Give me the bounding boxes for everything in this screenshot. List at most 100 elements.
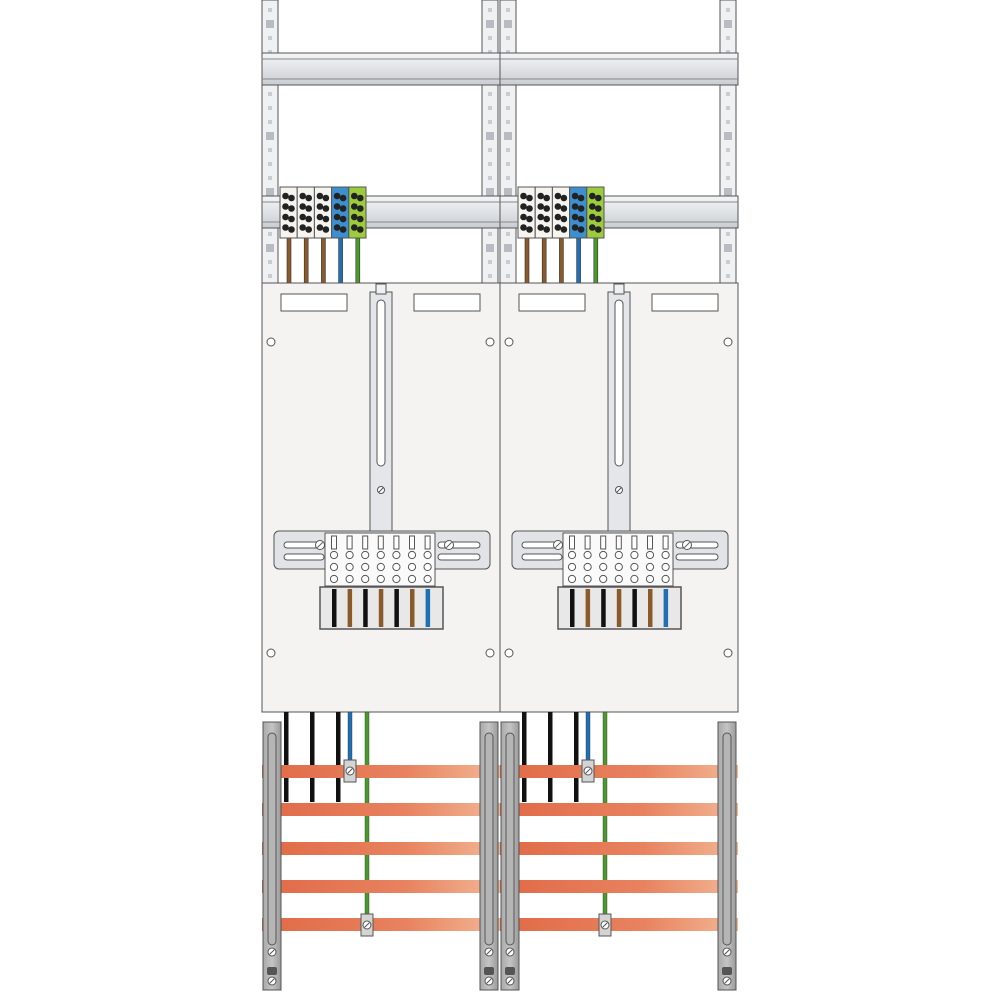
terminal-clamp-hole [571, 213, 579, 221]
terminal-hole [376, 550, 385, 560]
terminal-clamp-hole [589, 203, 596, 210]
rail-hole [506, 36, 510, 40]
terminal-clamp-hole [560, 226, 568, 233]
terminal-clamp-hole [357, 194, 364, 202]
terminal-screw-slot [600, 535, 607, 550]
terminal-clamp-hole [322, 194, 330, 202]
rail-hole [488, 120, 492, 124]
screw-slot [347, 768, 353, 774]
terminal-screw-slot [631, 535, 638, 550]
copper-busbar [262, 918, 500, 931]
terminal-clamp-hole [339, 226, 347, 233]
rail-slot [724, 188, 732, 196]
rail-hole [506, 162, 510, 166]
rail-hole [506, 232, 510, 236]
din-rail [499, 52, 739, 86]
terminal-clamp-hole [520, 213, 527, 221]
terminal-hole [645, 550, 655, 560]
terminal-clamp-hole [595, 226, 602, 233]
terminal-hole [583, 550, 592, 560]
support-slot [505, 732, 515, 946]
panel-fixing-hole [504, 648, 514, 658]
panel-fixing-hole [485, 648, 495, 658]
rail-hole [726, 176, 730, 180]
terminal-clamp-hole [351, 224, 358, 231]
copper-busbar [262, 803, 500, 816]
terminal-clamp-hole [537, 224, 544, 231]
terminal-screw-slot [409, 535, 415, 550]
terminal-hole [329, 574, 339, 584]
terminal-clamp-hole [595, 215, 602, 223]
rail-hole [726, 50, 730, 54]
terminal-clamp-hole [526, 226, 533, 233]
terminal-clamp-hole [560, 215, 568, 223]
feed-wire [321, 237, 326, 285]
terminal-clamp-hole [554, 213, 562, 221]
meter-wire [347, 589, 353, 627]
terminal-screw-slot [647, 535, 653, 550]
terminal-hole [345, 574, 354, 584]
terminal-clamp-hole [333, 213, 341, 221]
screw-slot [507, 978, 513, 984]
terminal-clamp-hole [282, 192, 289, 200]
terminal-hole [361, 574, 370, 584]
label-field [280, 293, 348, 312]
rail-slot [486, 244, 494, 252]
rail-hole [488, 8, 492, 12]
rail-slot [486, 20, 494, 28]
feed-wire [338, 237, 343, 285]
terminal-hole [645, 574, 655, 584]
terminal-clamp-hole [316, 224, 324, 231]
terminal-clamp-hole [560, 194, 568, 202]
meter-wire [585, 589, 591, 627]
feed-wire [541, 237, 547, 285]
terminal-screw-slot [584, 535, 591, 550]
terminal-clamp-hole [333, 203, 341, 210]
terminal-clamp-hole [554, 192, 562, 200]
terminal-hole [329, 562, 339, 572]
mounting-rail [481, 0, 499, 286]
panel-fixing-hole [723, 337, 733, 347]
feed-wire [524, 237, 530, 285]
terminal-clamp-hole [316, 192, 324, 200]
terminal-clamp-hole [316, 213, 324, 221]
terminal-hole [407, 574, 417, 584]
screw-slot [585, 768, 591, 774]
terminal-hole [661, 574, 670, 584]
rail-hole [268, 8, 272, 12]
terminal-clamp-hole [299, 203, 307, 210]
terminal-hole [614, 550, 623, 560]
terminal-hole [407, 562, 417, 572]
terminal-hole [423, 550, 432, 560]
clip-icon [484, 967, 494, 975]
terminal-clamp-hole [543, 194, 550, 202]
terminal-clamp-hole [322, 215, 330, 223]
rail-hole [506, 148, 510, 152]
terminal-clamp-hole [595, 194, 602, 202]
rail-slot [266, 244, 274, 252]
terminal-clamp-hole [543, 215, 550, 223]
terminal-clamp-hole [305, 205, 313, 212]
copper-busbar [500, 803, 738, 816]
terminal-clamp-hole [288, 215, 295, 223]
meter-wire [570, 589, 575, 627]
terminal-hole [392, 562, 401, 572]
terminal-hole [567, 574, 577, 584]
rail-slot [266, 132, 274, 140]
terminal-clamp-hole [339, 215, 347, 223]
rail-hole [488, 106, 492, 110]
terminal-clamp-hole [554, 224, 562, 231]
screw-slot [683, 541, 691, 549]
terminal-clamp-hole [305, 194, 313, 202]
terminal-clamp-hole [571, 203, 579, 210]
panel-fixing-hole [266, 648, 276, 658]
panel-fixing-hole [485, 337, 495, 347]
rail-hole [726, 274, 730, 278]
rail-hole [506, 120, 510, 124]
rail-hole [726, 92, 730, 96]
mount-slot [437, 553, 481, 561]
screw-slot [269, 949, 275, 955]
screw-slot [602, 922, 608, 928]
terminal-hole [567, 562, 577, 572]
